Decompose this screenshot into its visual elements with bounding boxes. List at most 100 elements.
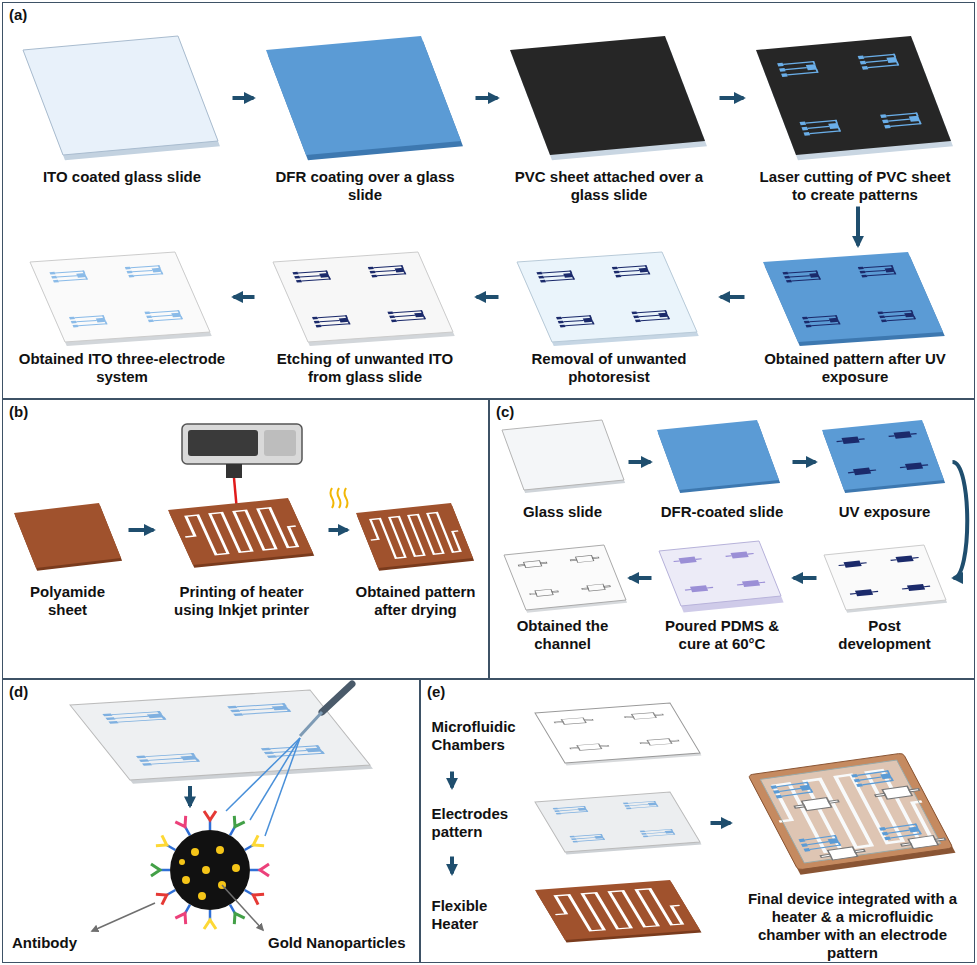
panel-frame: (d)	[2, 679, 420, 963]
drying-icon	[331, 488, 348, 508]
callout-label: Gold Nanoparticles	[268, 934, 406, 952]
process-step: Final device integrated with a heater & …	[735, 740, 971, 962]
step-caption: Polyamide sheet	[14, 583, 122, 619]
leader-lines	[92, 885, 263, 931]
laser-cut-slide	[756, 36, 953, 160]
electrode-layer	[535, 792, 702, 855]
process-step: Glass slide	[500, 418, 626, 521]
process-arrow	[188, 786, 192, 806]
step-caption: Glass slide	[504, 503, 622, 521]
flow-arrow	[793, 460, 816, 464]
step-caption: Post development	[824, 617, 946, 653]
panel-frame: (c) Glass slide DFR-coated slide UV exposur…	[489, 399, 975, 679]
step-caption: Obtained pattern after UV exposure	[752, 350, 959, 386]
flow-arrow	[233, 96, 254, 100]
process-step: DFR coating over a glass slide	[258, 28, 473, 204]
step-caption: Obtained ITO three-electrode system	[19, 350, 226, 386]
pdms-block	[659, 541, 784, 613]
process-step: Printing of heater using Inkjet printer	[158, 418, 326, 619]
step-caption: PVC sheet attached over a glass slide	[506, 168, 713, 204]
flow-arrow	[794, 576, 817, 580]
layer-label-box: Microfluidic Chambers	[428, 703, 708, 769]
flow-arrow	[329, 528, 348, 532]
ito-electrode-slide	[30, 252, 212, 346]
flow-arrow	[720, 96, 744, 100]
final-device	[748, 753, 956, 875]
process-step: PVC sheet attached over a glass slide	[502, 28, 717, 204]
chamber-layer	[535, 703, 702, 766]
step-caption: UV exposure	[824, 503, 946, 521]
layer-label-box: Flexible Heater	[428, 878, 708, 952]
panel-frame: (a) ITO coated glass slide DFR coating ove…	[2, 2, 975, 399]
layer-label: Flexible Heater	[432, 897, 532, 933]
etched-slide	[273, 252, 455, 346]
process-step: Removal of unwanted photoresist	[502, 250, 717, 386]
process-step: ITO coated glass slide	[15, 28, 230, 186]
panel-frame: (b) Polyamide sheet Printing of heater usi…	[2, 399, 489, 679]
process-step: Polyamide sheet	[10, 418, 126, 619]
step-caption: Poured PDMS & cure at 60°C	[659, 617, 786, 653]
process-step: DFR-coated slide	[655, 418, 790, 521]
flow-arrow	[234, 295, 255, 299]
layer-label-box: Electrodes pattern	[428, 792, 708, 854]
ito-slide	[23, 36, 220, 160]
panel-label: (a)	[3, 3, 27, 24]
flow-arrow	[953, 462, 968, 578]
layer-label: Microfluidic Chambers	[432, 718, 532, 754]
flow-arrow	[856, 207, 860, 246]
flow-arrow	[711, 821, 731, 825]
developed-slide	[517, 252, 699, 346]
step-caption: DFR-coated slide	[659, 503, 786, 521]
uv-exposed-slide	[822, 420, 945, 493]
process-step: Poured PDMS & cure at 60°C	[655, 545, 790, 653]
pipette	[300, 684, 352, 736]
step-caption: Printing of heater using Inkjet printer	[162, 583, 322, 619]
step-caption: Obtained the channel	[504, 617, 622, 653]
gold-nanoparticle	[170, 830, 250, 910]
flow-arrow	[450, 772, 454, 788]
panel-frame: (e) Microfluidic ChambersElectrodes patte…	[420, 679, 975, 963]
uv-pattern-slide	[763, 252, 945, 346]
flow-arrow	[450, 857, 454, 874]
step-caption: Etching of unwanted ITO from glass slide	[262, 350, 469, 386]
panel-label: (b)	[3, 400, 28, 421]
step-caption: Final device integrated with a heater & …	[739, 890, 967, 962]
dried-heater	[356, 503, 474, 571]
process-step: Laser cutting of PVC sheet to create pat…	[748, 28, 963, 204]
dfr-coated-slide	[657, 420, 780, 493]
drop-lines	[226, 738, 300, 836]
flow-arrow	[629, 460, 651, 464]
process-step: Obtained ITO three-electrode system	[15, 250, 230, 386]
developed-mould	[824, 545, 947, 613]
process-step: Obtained pattern after drying	[352, 418, 480, 619]
flow-arrow	[630, 576, 652, 580]
polyamide-sheet	[14, 503, 122, 571]
flow-arrow	[477, 295, 499, 299]
pdms-channel	[504, 545, 627, 613]
process-step: Etching of unwanted ITO from glass slide	[258, 250, 473, 386]
step-caption: Obtained pattern after drying	[356, 583, 476, 619]
process-step: Obtained pattern after UV exposure	[748, 250, 963, 386]
panel-label: (e)	[421, 680, 445, 701]
process-step: UV exposure	[820, 418, 950, 521]
glass-slide	[502, 420, 625, 493]
step-caption: ITO coated glass slide	[19, 168, 226, 186]
step-caption: Removal of unwanted photoresist	[506, 350, 713, 386]
callout-label: Antibody	[12, 934, 77, 952]
printed-heater	[168, 498, 314, 568]
process-step: Post development	[820, 545, 950, 653]
step-caption: DFR coating over a glass slide	[262, 168, 469, 204]
panel-label: (d)	[3, 680, 28, 701]
dfr-slide	[266, 36, 463, 160]
step-caption: Laser cutting of PVC sheet to create pat…	[752, 168, 959, 204]
antibody-ring	[151, 811, 269, 929]
flow-arrow	[129, 528, 154, 532]
flow-arrow	[721, 295, 745, 299]
flow-arrow	[476, 96, 498, 100]
layer-label: Electrodes pattern	[432, 805, 532, 841]
process-step: Obtained the channel	[500, 545, 626, 653]
panel-label: (c)	[490, 400, 514, 421]
pvc-slide	[510, 36, 707, 160]
heater-layer	[535, 880, 702, 943]
